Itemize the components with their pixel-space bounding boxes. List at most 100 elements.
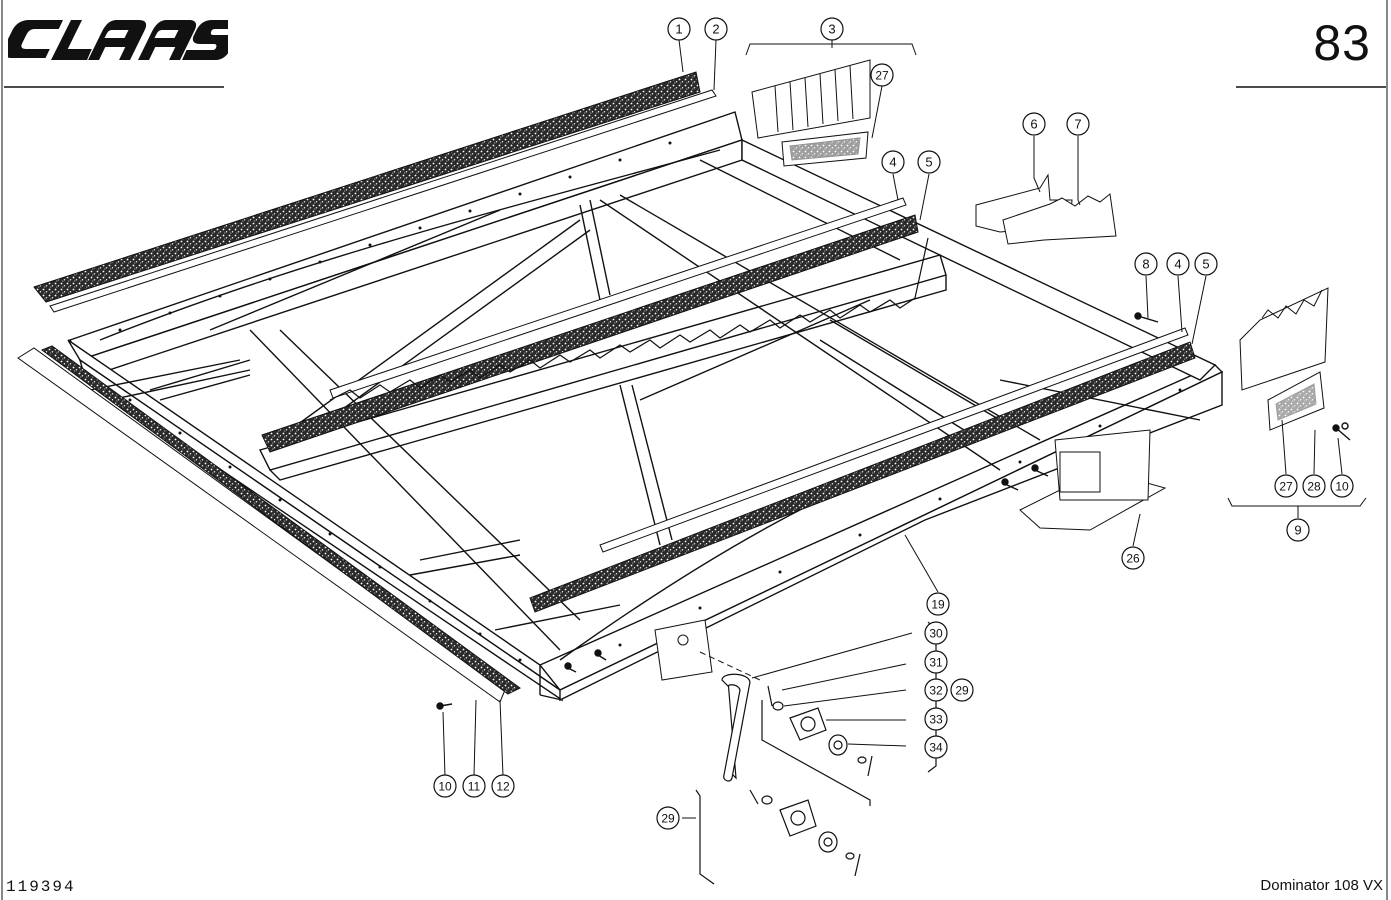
right-side-rail	[741, 138, 1217, 381]
bolt-holes	[118, 141, 1182, 662]
parts-6-7	[975, 173, 1117, 245]
callout-label: 34	[929, 741, 943, 755]
callout-10: 10	[433, 774, 457, 798]
wear-strip-2	[49, 89, 717, 313]
part-3-plate	[745, 43, 917, 139]
callout-11: 11	[462, 774, 486, 798]
part-26-plate	[1019, 429, 1167, 531]
model-name: Dominator 108 VX	[1260, 877, 1383, 894]
strip-5-center	[261, 214, 919, 453]
callout-circle	[1022, 112, 1046, 136]
callout-label: 4	[889, 155, 896, 170]
callout-label: 32	[929, 684, 943, 698]
callout-label: 10	[1335, 480, 1349, 494]
callout-circle	[881, 150, 905, 174]
callout-6: 6	[1022, 112, 1046, 136]
callout-28: 28	[1302, 474, 1326, 498]
callout-label: 31	[929, 656, 943, 670]
callout-circle	[1274, 474, 1298, 498]
callout-30: 30	[924, 621, 948, 645]
callout-5: 5	[1194, 252, 1218, 276]
callout-label: 29	[955, 684, 969, 698]
strip-4-center	[329, 197, 907, 399]
callout-29: 29	[950, 678, 974, 702]
callout-31: 31	[924, 650, 948, 674]
callout-circle	[924, 735, 948, 759]
callout-7: 7	[1066, 112, 1090, 136]
small-bolts	[436, 312, 1351, 710]
callout-label: 8	[1142, 257, 1149, 272]
callout-label: 4	[1174, 257, 1181, 272]
callout-label: 3	[828, 22, 835, 37]
callout-12: 12	[491, 774, 515, 798]
callout-label: 27	[1279, 480, 1293, 494]
callout-circle	[870, 63, 894, 87]
callout-circle	[1066, 112, 1090, 136]
callout-circle	[462, 774, 486, 798]
callout-circle	[433, 774, 457, 798]
callout-32: 32	[924, 678, 948, 702]
callout-label: 6	[1030, 117, 1037, 132]
callout-label: 7	[1074, 117, 1081, 132]
callout-4: 4	[1166, 252, 1190, 276]
part-27-plate-top	[781, 131, 869, 167]
callout-3: 3	[820, 17, 844, 41]
callout-label: 10	[438, 780, 452, 794]
callout-19: 19	[926, 592, 950, 616]
callout-label: 30	[929, 627, 943, 641]
callout-circle	[491, 774, 515, 798]
part-29-group	[695, 621, 937, 885]
callout-label: 27	[875, 69, 889, 83]
front-bracket	[654, 619, 761, 681]
callout-circle	[924, 621, 948, 645]
callout-label: 9	[1294, 523, 1301, 538]
document-id: 119394	[6, 878, 76, 896]
strip-4-front	[599, 327, 1189, 553]
callout-10: 10	[1330, 474, 1354, 498]
callout-4: 4	[881, 150, 905, 174]
callout-34: 34	[924, 735, 948, 759]
callout-circle	[1121, 546, 1145, 570]
side-strip-12	[40, 345, 521, 695]
callout-8: 8	[1134, 252, 1158, 276]
callout-circle	[926, 592, 950, 616]
callout-9: 9	[1286, 518, 1310, 542]
callout-circle	[924, 678, 948, 702]
callout-circle	[1286, 518, 1310, 542]
part-9-assembly	[1227, 287, 1367, 507]
callout-33: 33	[924, 707, 948, 731]
callout-label: 1	[675, 22, 682, 37]
callout-circle	[667, 17, 691, 41]
callout-circle	[1330, 474, 1354, 498]
callout-circle	[656, 806, 680, 830]
callout-circle	[1194, 252, 1218, 276]
wear-strips	[17, 71, 1196, 703]
callout-label: 33	[929, 713, 943, 727]
callout-27: 27	[1274, 474, 1298, 498]
serrated-plate	[329, 237, 929, 401]
callout-label: 26	[1126, 552, 1140, 566]
callout-label: 5	[1202, 257, 1209, 272]
callout-29: 29	[656, 806, 680, 830]
callout-label: 28	[1307, 480, 1321, 494]
callout-label: 11	[468, 780, 481, 794]
callout-circle	[917, 150, 941, 174]
callout-circle	[1134, 252, 1158, 276]
page-number: 83	[1313, 15, 1371, 71]
callout-1: 1	[667, 17, 691, 41]
callout-label: 5	[925, 155, 932, 170]
callout-27: 27	[870, 63, 894, 87]
callout-circle	[1302, 474, 1326, 498]
center-cross-beam	[258, 254, 947, 471]
callout-label: 29	[661, 812, 675, 826]
callout-circle	[924, 650, 948, 674]
callout-label: 12	[496, 780, 510, 794]
callout-26: 26	[1121, 546, 1145, 570]
callout-label: 2	[712, 22, 719, 37]
callout-2: 2	[704, 17, 728, 41]
callout-label: 19	[931, 598, 945, 612]
callout-circle	[704, 17, 728, 41]
